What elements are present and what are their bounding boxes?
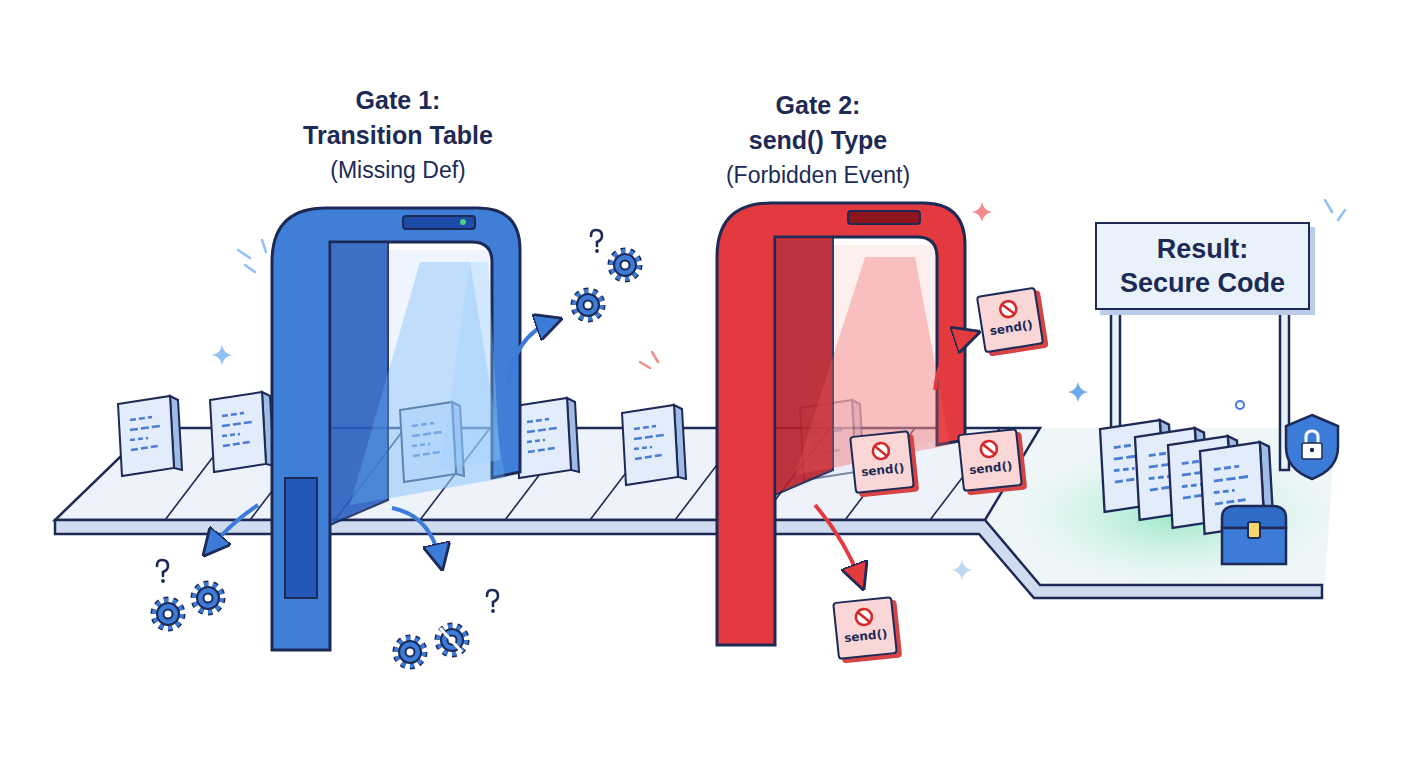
rejected-card: send() (849, 430, 915, 494)
gate-title: send() Type (668, 123, 968, 158)
rejected-card: send() (976, 287, 1044, 354)
forbidden-icon (977, 437, 1001, 461)
gate-title: Transition Table (248, 118, 548, 153)
gate-subtitle: (Forbidden Event) (668, 158, 968, 193)
card-label: send() (982, 316, 1040, 341)
forbidden-icon (852, 605, 876, 629)
gate-number: Gate 1: (248, 83, 548, 118)
sign-title: Secure Code (1097, 266, 1308, 300)
gate-subtitle: (Missing Def) (248, 153, 548, 188)
gate-heading: Gate 2:send() Type(Forbidden Event) (668, 88, 968, 198)
rejected-card: send() (832, 596, 898, 660)
card-label: send() (854, 459, 911, 481)
result-sign: Result:Secure Code (1095, 222, 1310, 310)
rejected-card: send() (957, 428, 1023, 492)
gate-heading: Gate 1:Transition Table(Missing Def) (248, 83, 548, 193)
card-label: send() (837, 625, 894, 647)
gate-number: Gate 2: (668, 88, 968, 123)
sign-heading: Result: (1097, 232, 1308, 266)
forbidden-icon (869, 439, 893, 463)
card-label: send() (962, 457, 1019, 479)
